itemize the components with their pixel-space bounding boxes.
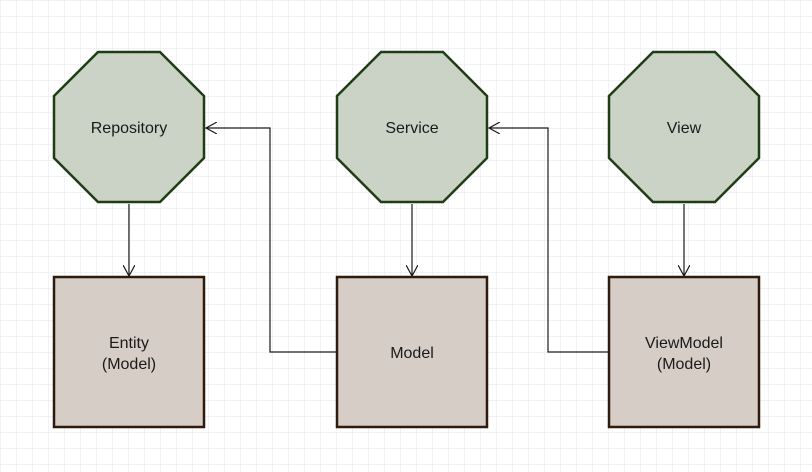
box-shape [52, 275, 206, 429]
node-label: View [667, 120, 702, 137]
node-label-line2: (Model) [102, 356, 156, 373]
node-label: Repository [91, 120, 167, 137]
octagon-shape [335, 50, 489, 204]
box-shape [335, 275, 489, 429]
edge-viewmodel-to-service [489, 128, 608, 353]
node-entity[interactable]: Entity (Model) [52, 275, 206, 429]
node-label-line2: (Model) [657, 356, 711, 373]
node-repository[interactable]: Repository [52, 50, 206, 204]
node-service[interactable]: Service [335, 50, 489, 204]
node-label-line1: Entity [109, 335, 149, 352]
edges [129, 128, 684, 353]
node-view[interactable]: View [607, 50, 761, 204]
node-model[interactable]: Model [335, 275, 489, 429]
node-viewmodel[interactable]: ViewModel (Model) [607, 275, 761, 429]
octagon-shape [607, 50, 761, 204]
edge-model-to-repository [206, 128, 337, 353]
node-label-line1: ViewModel [645, 335, 723, 352]
node-label: Service [385, 120, 438, 137]
node-label: Model [390, 345, 434, 362]
box-shape [607, 275, 761, 429]
octagon-shape [52, 50, 206, 204]
